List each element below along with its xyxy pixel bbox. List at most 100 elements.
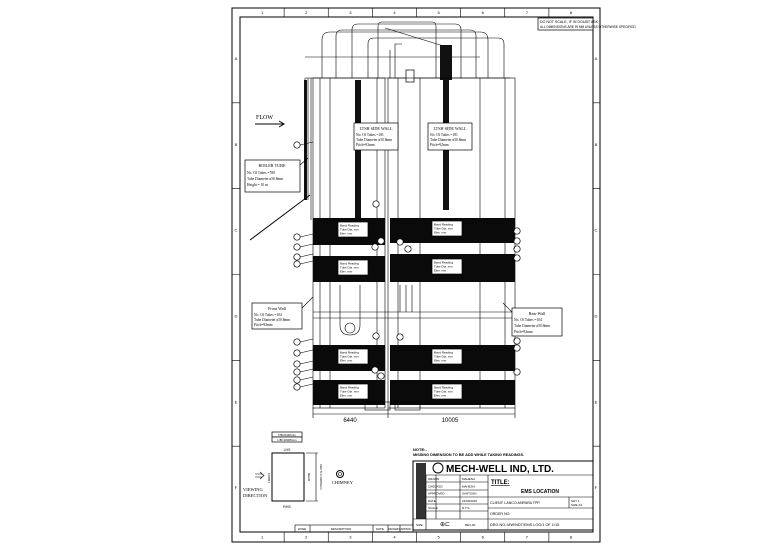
client-name: CLIENT: LANCO ANPARA TPP. <box>490 501 540 505</box>
balloon-marker <box>293 360 301 368</box>
balloon-marker <box>293 368 301 376</box>
size-label: SIZE <box>416 523 423 527</box>
dimension-right: 10005 <box>442 418 459 424</box>
title-block-row-label: APPROVED <box>428 492 446 496</box>
band-label-line2: Tube Dia. mm <box>434 265 453 269</box>
plan-view: T/B=6440mm L/B=10005mm LHS RHS FRONT REA… <box>243 431 354 509</box>
plan-front: FRONT <box>267 473 271 483</box>
zone-column-label: 7 <box>526 535 529 540</box>
order-number: ORDER NO. <box>490 512 510 516</box>
dimension-lines: 6440 10005 <box>312 408 516 424</box>
plan-top-dim-2: L/B=10005mm <box>277 438 297 442</box>
zone-column-label: 8 <box>570 10 573 15</box>
label-title: LTSH SIDE WALL <box>359 126 392 131</box>
zone-column-label: 5 <box>437 535 440 540</box>
u-tubes <box>339 285 421 411</box>
balloon-marker <box>396 238 404 246</box>
band-label-line2: Tube Dia. mm <box>340 355 359 359</box>
company-name: MECH-WELL IND, LTD. <box>446 464 554 475</box>
label-tubes: No. Of Tubes =104 <box>254 313 282 317</box>
plan-rhs: RHS <box>283 505 291 509</box>
plan-rear: REAR <box>307 473 311 482</box>
rev-description: DESCRIPTION <box>331 527 352 531</box>
valve <box>405 69 415 83</box>
drawing-number: DRG.NO.:MW/NDT/EMS LOG/1 OF 1/15 <box>490 523 559 527</box>
zone-row-label: A <box>595 56 598 61</box>
label-pitch: Pitch=92mm <box>356 143 375 147</box>
zone-row-label: E <box>595 399 598 404</box>
zone-column-label: 2 <box>305 10 308 15</box>
balloon-marker <box>293 253 301 261</box>
balloon-marker <box>513 254 521 262</box>
label-pitch: Pitch=92mm <box>430 143 449 147</box>
band-label-line1: Band Reading <box>340 224 359 228</box>
label-title: LTSH SIDE WALL <box>433 126 466 131</box>
balloon-marker <box>404 245 412 253</box>
rev-drawn: DRAWN <box>388 527 399 531</box>
label-diameter: Tube Diameter ø50.8mm <box>247 177 283 181</box>
balloon-marker <box>293 376 301 384</box>
title-block: NOTE:- MISSING DIMENSION TO BE ADD WHILE… <box>412 447 594 531</box>
balloon-marker <box>513 344 521 352</box>
band-label-line1: Band Reading <box>434 223 453 227</box>
rear-wall-label: Rear Wall No. Of Tubes =104 Tube Diamete… <box>502 302 563 337</box>
band-label-line2: Tube Dia. mm <box>340 266 359 270</box>
band-label-line3: Elev. mm <box>340 394 353 398</box>
zone-row-label: A <box>235 56 238 61</box>
note-text: MISSING DIMENSION TO BE ADD WHILE TAKING… <box>413 453 524 457</box>
balloon-marker <box>293 260 301 268</box>
band-label-line1: Band Reading <box>434 261 453 265</box>
label-tubes: No. Of Tubes =181 <box>430 133 458 137</box>
balloon-marker <box>293 243 301 251</box>
band-label-line3: Elev. mm <box>434 359 447 363</box>
band-label-line1: Band Reading <box>434 386 453 390</box>
sheet-size: SIZE A3 <box>571 503 582 507</box>
title-block-row-value: SANTOSH <box>462 492 476 496</box>
title-block-row-value: MAHESH <box>462 477 475 481</box>
title-block-row-value: MAHESH <box>462 484 475 488</box>
zone-row-label: F <box>595 485 598 490</box>
balloon-marker <box>371 366 379 374</box>
projection-symbol-icon: ⊕⊏ <box>440 522 450 528</box>
plan-depth: DEPTH=10005mm <box>319 464 323 490</box>
label-pitch: Pitch=92mm <box>514 330 533 334</box>
zone-column-label: 4 <box>393 535 396 540</box>
plan-lhs: LHS <box>284 448 291 452</box>
band-label-line3: Elev. mm <box>340 232 353 236</box>
band-label-line3: Elev. mm <box>434 269 447 273</box>
title-block-row-value: N.T.S. <box>462 506 470 510</box>
zone-column-label: 1 <box>261 535 264 540</box>
top-piping <box>305 21 510 79</box>
balloon-marker <box>396 333 404 341</box>
zone-row-label: D <box>235 313 238 318</box>
viewing-label: VIEWING <box>243 487 263 492</box>
balloon-marker <box>513 368 521 376</box>
label-diameter: Tube Diameter ø50.8mm <box>514 324 550 328</box>
notice-line-2: ALL DIMENSIONS ARE IN MM UNLESS OTHERWIS… <box>540 25 636 29</box>
title-label: TITLE: <box>491 480 510 486</box>
balloon-marker <box>513 227 521 235</box>
drawing-title: EMS LOCATION <box>521 489 559 495</box>
band-label-line2: Tube Dia. mm <box>340 390 359 394</box>
zone-column-label: 5 <box>437 10 440 15</box>
band-label-line1: Band Reading <box>434 351 453 355</box>
chimney-icon <box>336 470 344 478</box>
zone-row-label: B <box>235 142 238 147</box>
rev-date: DATE <box>376 527 384 531</box>
zone-column-label: 1 <box>261 10 264 15</box>
balloon-marker <box>293 349 301 357</box>
boiler-tube-wall <box>304 80 307 200</box>
balloon-marker <box>372 332 380 340</box>
boiler-tube-slope <box>249 194 311 241</box>
plan-top-dim-1: T/B=6440mm <box>278 433 297 437</box>
dimension-left: 6440 <box>343 418 357 424</box>
balloon-markers <box>293 141 521 391</box>
flow-label: FLOW <box>256 115 273 121</box>
